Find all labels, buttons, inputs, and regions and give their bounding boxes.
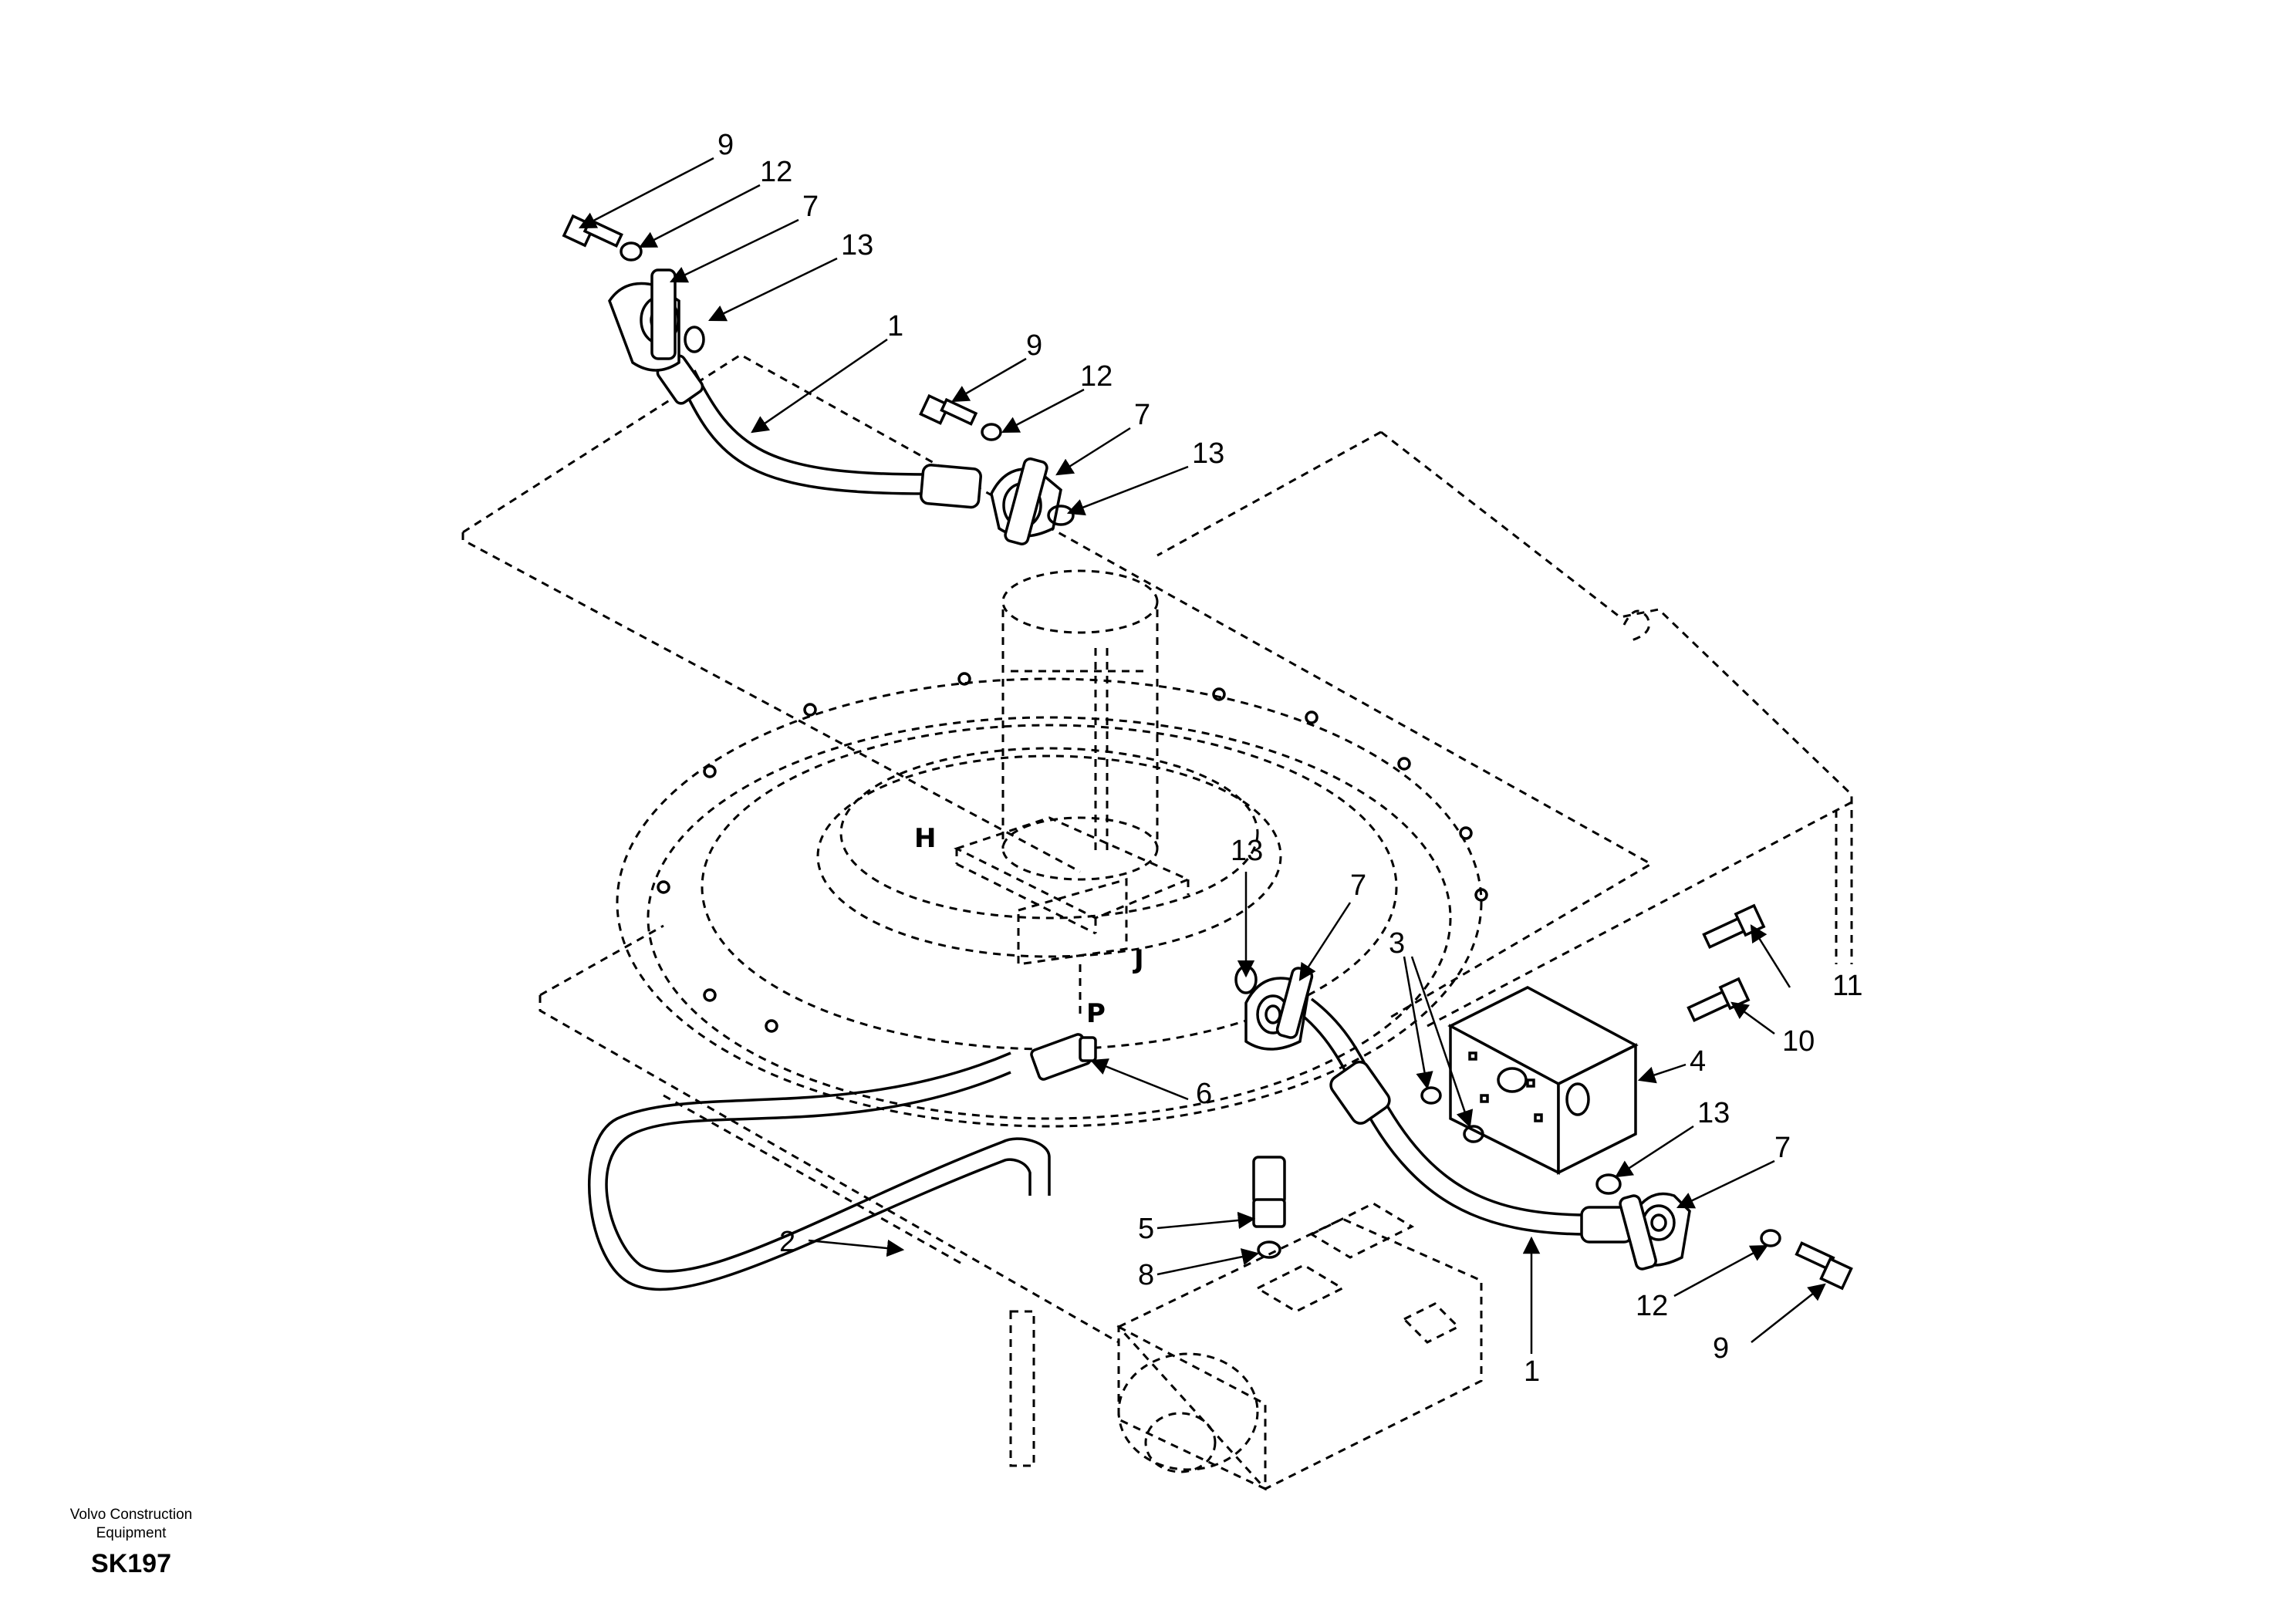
callout-1-lower: 1 <box>1524 1355 1540 1388</box>
callout-3: 3 <box>1389 927 1405 960</box>
zone-p: P <box>1086 998 1106 1029</box>
callout-12-lower-right: 12 <box>1636 1290 1668 1322</box>
zone-labels: H J P <box>914 823 1144 1029</box>
brand-name-line1: Volvo Construction <box>69 1507 193 1523</box>
callout-12-upper-left: 12 <box>760 156 792 188</box>
callout-7-upper-right: 7 <box>1134 399 1150 431</box>
callout-7-lower-right: 7 <box>1774 1132 1791 1164</box>
valve-block <box>1420 986 1639 1175</box>
callout-10: 10 <box>1782 1025 1815 1058</box>
flange-upper-left <box>608 268 680 372</box>
callout-9-upper-left: 9 <box>718 129 734 161</box>
leader-lines <box>579 157 1826 1354</box>
callout-11: 11 <box>1832 970 1862 1002</box>
flange-lower-right <box>1595 1173 1781 1271</box>
bolts-block <box>1687 903 1766 1023</box>
pipe-lower-right <box>1295 997 1633 1244</box>
callout-9-lower-right: 9 <box>1713 1332 1729 1365</box>
swivel-joint <box>954 569 1191 1018</box>
flange-lower-left <box>1234 965 1314 1051</box>
slewing-ring <box>616 672 1488 1128</box>
pipe-upper <box>656 354 982 509</box>
callout-8: 8 <box>1138 1259 1154 1291</box>
callout-13-middle: 13 <box>1231 835 1263 867</box>
zone-h: H <box>914 823 936 854</box>
callout-7-upper-left: 7 <box>802 191 819 223</box>
callout-4: 4 <box>1690 1045 1706 1078</box>
bolt-lower-right <box>1795 1241 1853 1291</box>
callout-7-middle: 7 <box>1350 869 1366 902</box>
bolt-upper-right <box>919 393 1075 526</box>
zone-j: J <box>1133 944 1144 975</box>
callout-1-upper: 1 <box>887 310 903 343</box>
callout-6: 6 <box>1196 1078 1212 1110</box>
callout-13-upper-left: 13 <box>841 229 873 262</box>
flange-upper-right <box>990 457 1062 545</box>
callout-9-upper-right: 9 <box>1026 329 1042 362</box>
brand-name-line2: Equipment <box>96 1525 167 1541</box>
lower-frame-outline <box>539 924 1119 1344</box>
callout-12-upper-right: 12 <box>1080 360 1113 393</box>
hydraulic-pump <box>1009 1202 1483 1491</box>
callout-13-lower-right: 13 <box>1697 1097 1730 1129</box>
fitting-6 <box>1030 1033 1097 1081</box>
callout-13-upper-right: 13 <box>1192 437 1224 470</box>
callout-2: 2 <box>779 1226 795 1258</box>
callout-labels: 9 12 7 13 1 9 12 7 13 13 7 3 11 10 4 13 … <box>718 129 1862 1388</box>
callout-5: 5 <box>1138 1213 1154 1245</box>
fitting-5 <box>1252 1156 1286 1259</box>
pipe-lower-left <box>588 1051 1051 1291</box>
drawing-code: SK197 <box>91 1549 171 1578</box>
upper-frame-outline <box>461 353 1853 1028</box>
brand-block: Volvo Construction Equipment SK197 <box>31 1506 231 1579</box>
